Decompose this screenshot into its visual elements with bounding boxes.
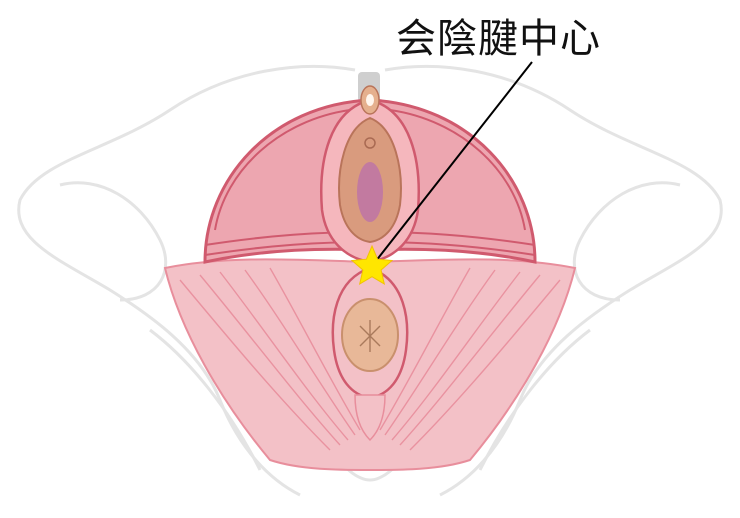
leader-line <box>371 61 533 267</box>
urethral-opening <box>364 137 376 149</box>
sphincter-tail <box>354 394 386 442</box>
vaginal-opening <box>357 162 383 222</box>
clitoris-glans <box>366 94 374 106</box>
pelvic-bone-outline <box>17 64 723 497</box>
perineal-body-label: 会陰腱中心 <box>396 16 601 62</box>
anal-folds <box>359 320 381 352</box>
levator-ani-fibers <box>179 267 561 451</box>
perineal-body-star-marker <box>350 244 394 286</box>
